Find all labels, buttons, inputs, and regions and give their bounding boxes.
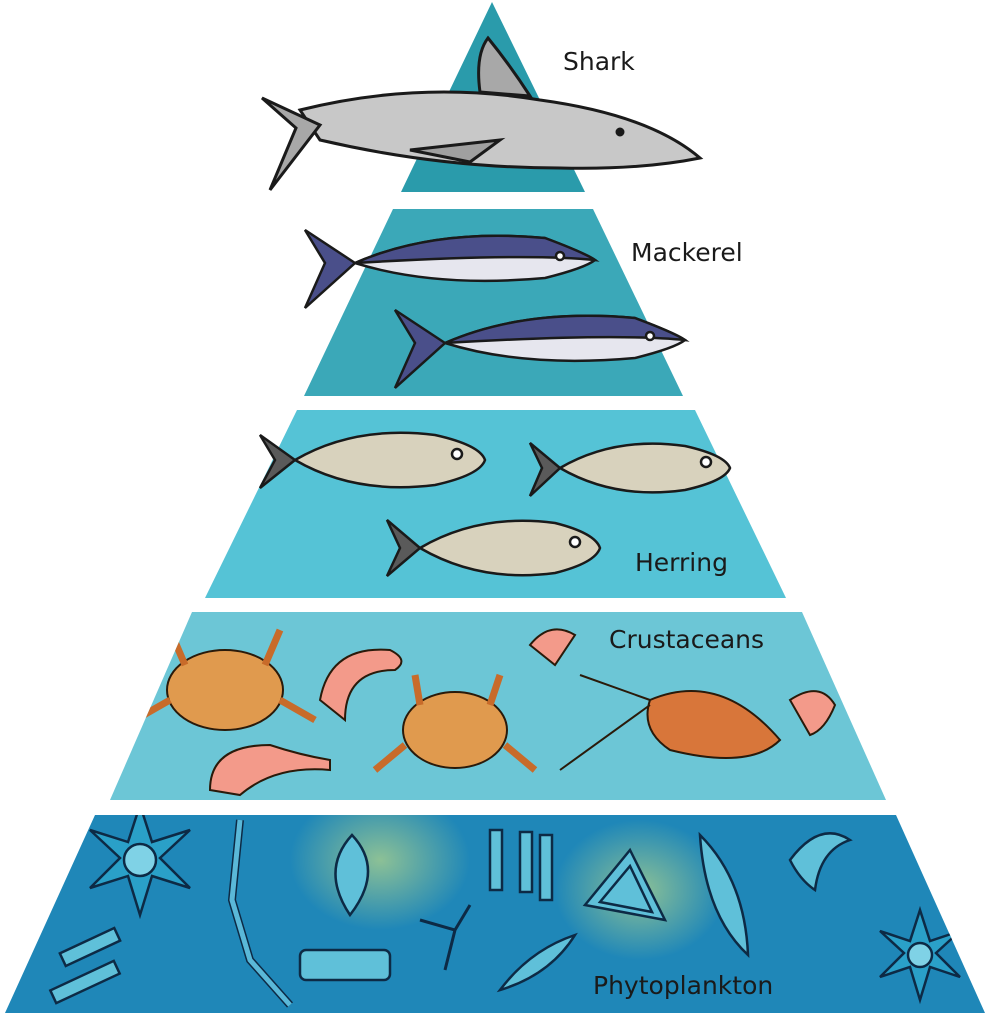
tier-label-phytoplankton: Phytoplankton (593, 971, 774, 1000)
herring-fish (385, 519, 602, 577)
herring-fish (258, 431, 487, 489)
tier-label-mackerel: Mackerel (631, 238, 743, 267)
mackerel-fish (393, 308, 690, 389)
shark-illustration (261, 35, 704, 191)
radiolarian-illustration (89, 815, 191, 920)
mackerel-illustration (303, 228, 690, 389)
herring-illustration (258, 431, 732, 577)
crab-illustration (133, 628, 317, 731)
mackerel-fish (303, 228, 600, 309)
crab-illustration (372, 673, 538, 773)
phytoplankton-illustration (48, 815, 961, 1008)
shrimp-illustration (208, 628, 837, 797)
tier-label-shark: Shark (563, 47, 635, 76)
herring-fish (528, 442, 732, 497)
crustaceans-illustration (133, 628, 837, 797)
tier-label-herring: Herring (635, 548, 728, 577)
lobster-illustration (559, 674, 782, 771)
tier-label-crustaceans: Crustaceans (609, 625, 765, 654)
